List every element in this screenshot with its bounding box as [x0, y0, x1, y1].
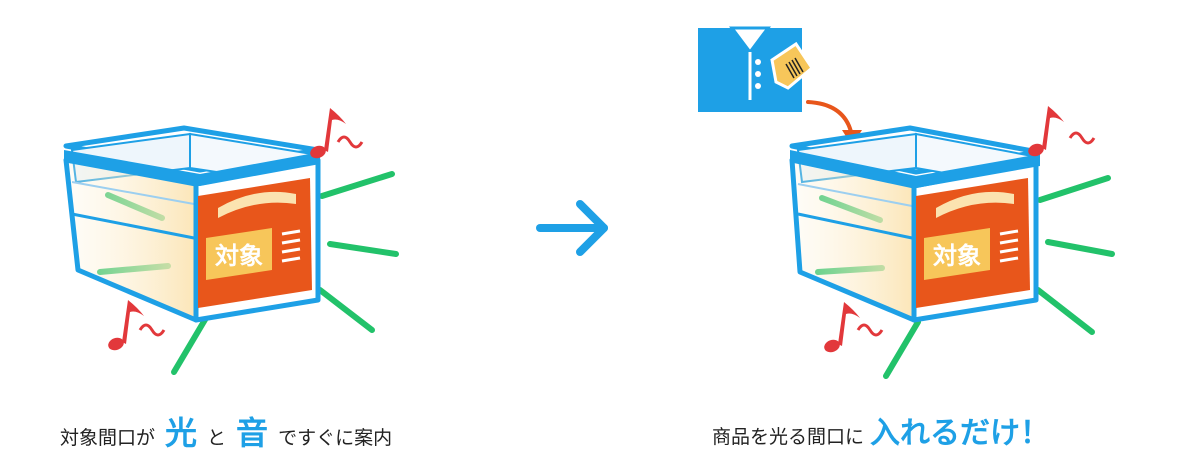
- arrow-right-icon: [536, 200, 608, 256]
- right-caption-accent: 入れるだけ！: [870, 416, 1051, 451]
- left-box-label: 対象: [215, 242, 263, 270]
- price-tag-icon: [770, 41, 814, 90]
- music-note-icon: [108, 300, 166, 351]
- music-note-icon: [310, 108, 364, 159]
- shirt-icon: [698, 26, 802, 112]
- left-label-plate: [206, 228, 272, 280]
- right-box-label: 対象: [933, 242, 981, 270]
- right-stripes-icon: [999, 229, 1019, 263]
- left-caption-sound: 音: [236, 414, 269, 452]
- left-caption-light: 光: [165, 414, 198, 452]
- left-caption-part1: 対象間口が: [60, 427, 156, 449]
- music-note-icon: [824, 302, 884, 353]
- left-container-box: 対象: [63, 108, 399, 375]
- left-caption-part2: と: [207, 427, 227, 449]
- left-stripes-icon: [281, 229, 301, 263]
- left-caption: 対象間口が 光 と 音 ですぐに案内: [60, 408, 392, 458]
- music-note-icon: [1028, 106, 1096, 157]
- left-caption-part3: ですぐに案内: [278, 427, 393, 449]
- right-label-plate: [924, 228, 990, 280]
- right-container-box: 対象: [789, 106, 1115, 379]
- right-caption-part1: 商品を光る間口に: [712, 426, 865, 448]
- right-caption: 商品を光る間口に 入れるだけ！: [712, 408, 1050, 458]
